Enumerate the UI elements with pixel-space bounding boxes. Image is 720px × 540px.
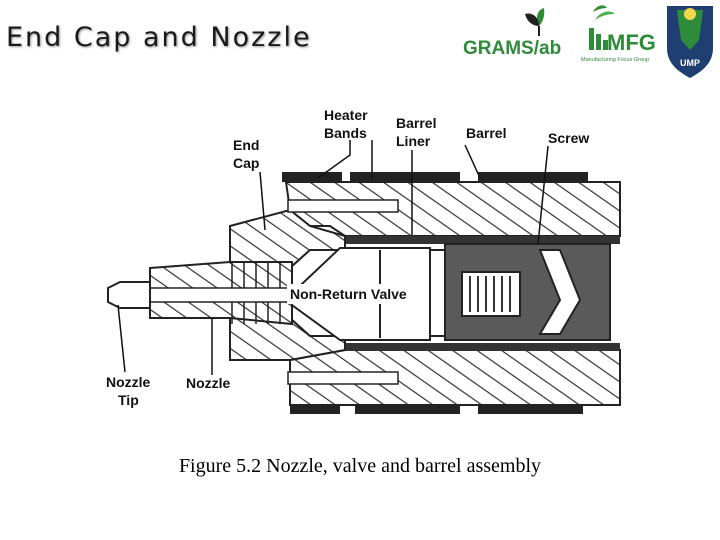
grams-lab-text: GRAMS/ab (463, 38, 561, 59)
nozzle-valve-barrel-diagram: Heater Bands Barrel Liner Barrel Screw E… (106, 107, 621, 414)
label-end-cap-line2: Cap (233, 155, 259, 171)
label-heater-bands-line1: Heater (324, 107, 368, 123)
valve-label-background (287, 284, 427, 304)
ump-text: UMP (680, 58, 700, 68)
mfg-subtext: Manufacturing Focus Group (581, 57, 649, 63)
logo-strip: GRAMS/ab MFG Manufacturing Focus Group U… (463, 5, 713, 78)
mfg-text: MFG (607, 30, 656, 55)
barrel-liner-top (345, 236, 620, 244)
check-ring-ridges (469, 276, 511, 312)
label-heater-bands-line2: Bands (324, 125, 367, 141)
label-non-return-valve: Non-Return Valve (290, 286, 407, 302)
label-barrel: Barrel (466, 125, 506, 141)
nozzle-tip (107, 281, 151, 309)
label-end-cap-line1: End (233, 137, 259, 153)
mfg-logo: MFG Manufacturing Focus Group (581, 5, 656, 63)
slide-title: End Cap and Nozzle (6, 22, 312, 53)
label-nozzle-tip-line1: Nozzle (106, 374, 151, 390)
barrel-liner-bottom (345, 343, 620, 351)
ump-shield-logo: UMP (667, 6, 713, 78)
figure-caption: Figure 5.2 Nozzle, valve and barrel asse… (178, 455, 542, 477)
label-barrel-liner-line2: Liner (396, 133, 431, 149)
end-cap-bolts (287, 199, 399, 385)
label-screw: Screw (548, 130, 589, 146)
heater-bands-top (282, 172, 588, 182)
label-barrel-liner-line1: Barrel (396, 115, 436, 131)
heater-bands-bottom (290, 405, 583, 414)
label-nozzle: Nozzle (186, 375, 231, 391)
label-nozzle-tip-line2: Tip (118, 392, 139, 408)
leader-lines (117, 140, 549, 375)
grams-lab-logo: GRAMS/ab (463, 8, 561, 59)
